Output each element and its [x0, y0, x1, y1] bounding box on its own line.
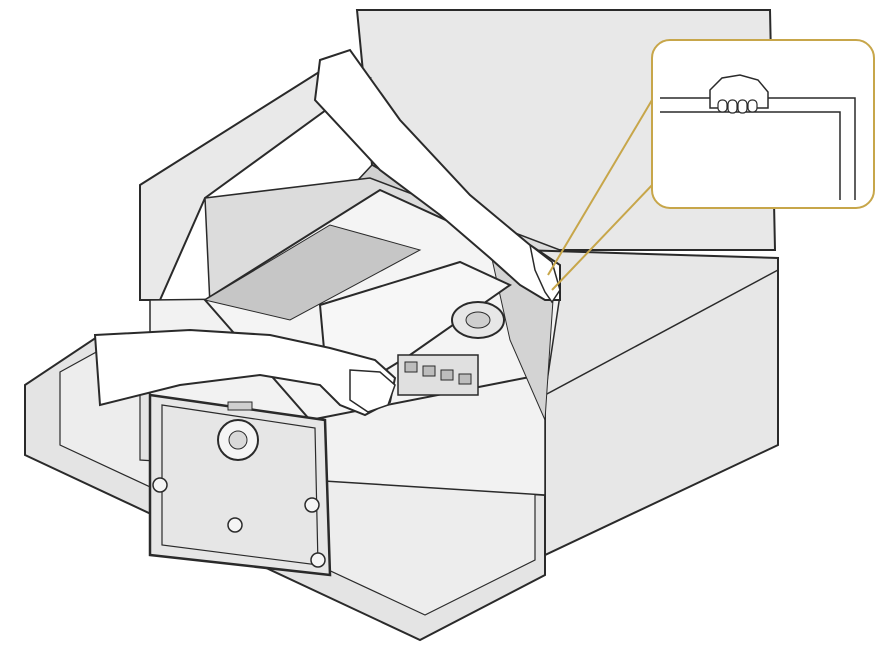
stand-hinge-inner [465, 311, 491, 329]
hand-grip-icon [709, 74, 769, 114]
port-1 [404, 361, 418, 373]
port-4 [458, 373, 472, 385]
stand-base-plate [148, 393, 332, 577]
callout-frame [651, 39, 875, 209]
left-hand [93, 328, 397, 417]
foot-3 [227, 517, 243, 533]
stand-base-label [227, 401, 253, 411]
foot-1 [152, 477, 168, 493]
finger-3 [737, 99, 748, 114]
monitor-screen-shadow [203, 224, 422, 321]
callout-inset [651, 39, 875, 209]
callout-leader-top [547, 94, 656, 276]
foot-4 [310, 552, 326, 568]
finger-4 [747, 99, 758, 113]
right-hand [313, 48, 561, 304]
port-2 [422, 365, 436, 377]
foot-2 [304, 497, 320, 513]
right-fingers [528, 243, 561, 304]
stand-base [148, 393, 332, 577]
left-fingers [349, 369, 396, 413]
box-right-wall-edge [544, 269, 779, 396]
callout-leader [547, 94, 656, 291]
callout-leader-bottom [551, 181, 656, 291]
port-3 [440, 369, 454, 381]
finger-1 [717, 99, 728, 113]
stand-base-center-screw-inner [228, 430, 248, 450]
finger-2 [727, 99, 738, 114]
